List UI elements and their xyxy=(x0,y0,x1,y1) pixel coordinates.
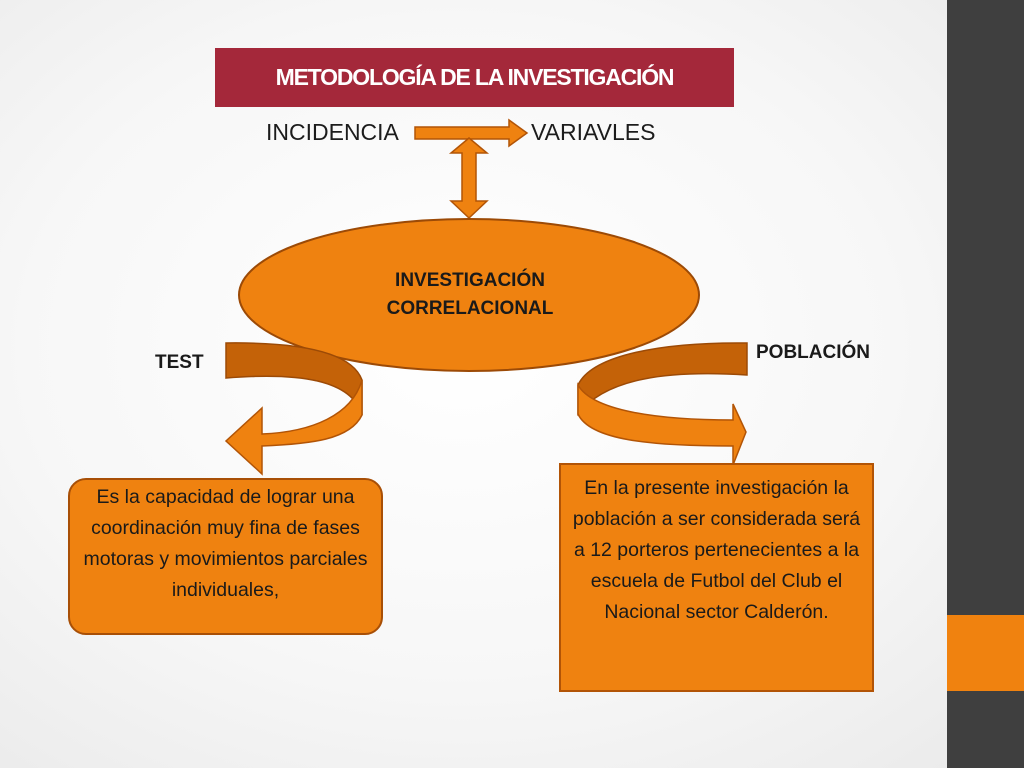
center-label: INVESTIGACIÓN CORRELACIONAL xyxy=(330,267,610,323)
center-label-line1: INVESTIGACIÓN xyxy=(395,270,545,291)
page-title: METODOLOGÍA DE LA INVESTIGACIÓN xyxy=(275,64,675,90)
title-banner: METODOLOGÍA DE LA INVESTIGACIÓN xyxy=(215,48,734,107)
test-curved-arrow xyxy=(224,342,363,476)
vertical-double-arrow xyxy=(448,137,490,220)
poblacion-description-text: En la presente investigación la població… xyxy=(572,477,861,623)
poblacion-label: POBLACIÓN xyxy=(756,342,870,363)
incidencia-variables-arrow xyxy=(414,118,529,148)
test-label: TEST xyxy=(155,352,204,373)
incidencia-label: INCIDENCIA xyxy=(266,119,399,145)
variables-label: VARIAVLES xyxy=(531,119,656,145)
test-definition-text: Es la capacidad de lograr una coordinaci… xyxy=(83,486,368,601)
test-definition-box: Es la capacidad de lograr una coordinaci… xyxy=(68,478,383,635)
poblacion-curved-arrow xyxy=(577,342,748,466)
poblacion-description-box: En la presente investigación la població… xyxy=(559,463,874,692)
sidebar-accent-block xyxy=(947,615,1024,691)
correlacional-ellipse xyxy=(238,218,700,372)
center-label-line2: CORRELACIONAL xyxy=(386,298,554,319)
